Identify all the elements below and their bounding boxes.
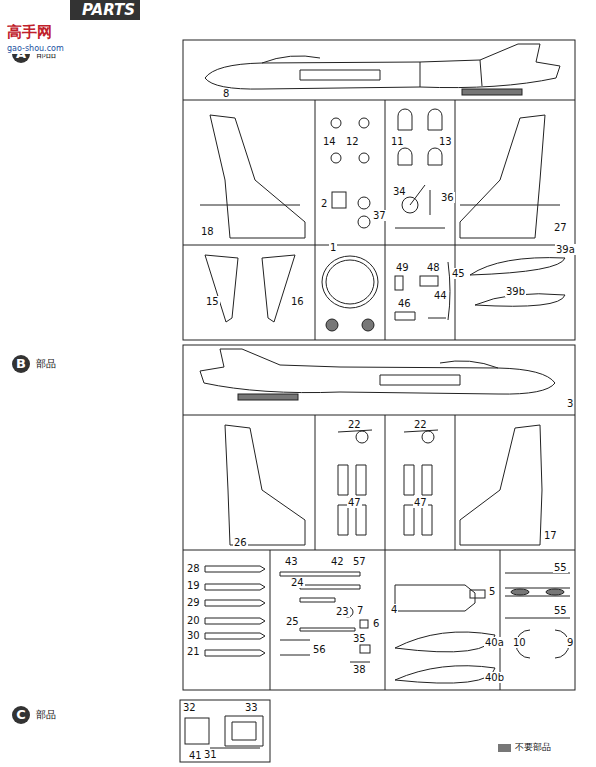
part-number: 25 — [285, 616, 300, 627]
part-number: 49 — [395, 262, 410, 273]
sprue-marker: B部品 — [12, 355, 30, 373]
part-number: 57 — [352, 556, 367, 567]
part-number: 43 — [284, 556, 299, 567]
sprue-heading: 部品 — [36, 358, 56, 370]
title-banner: PARTS — [82, 1, 135, 19]
part-number: 47 — [413, 497, 428, 508]
part-number: 56 — [312, 644, 327, 655]
part-number: 14 — [322, 136, 337, 147]
part-number: 13 — [438, 136, 453, 147]
part-number: 46 — [397, 298, 412, 309]
legend-text: 不要部品 — [514, 742, 552, 753]
part-number: 2 — [320, 198, 328, 209]
part-number: 55 — [553, 562, 568, 573]
part-number: 16 — [290, 296, 305, 307]
part-number: 30 — [186, 630, 201, 641]
part-number: 22 — [347, 419, 362, 430]
part-number: 17 — [543, 530, 558, 541]
part-number: 10 — [512, 637, 527, 648]
part-number: 31 — [203, 749, 218, 760]
part-number: 47 — [347, 497, 362, 508]
part-number: 1 — [329, 242, 337, 253]
part-number: 15 — [205, 296, 220, 307]
part-number: 29 — [186, 597, 201, 608]
part-number: 27 — [553, 222, 568, 233]
part-number: 45 — [451, 268, 466, 279]
legend-swatch — [498, 744, 511, 752]
part-number: 18 — [200, 226, 215, 237]
part-number: 23 — [335, 606, 350, 617]
part-number: 5 — [488, 586, 496, 597]
watermark: 高手网 — [6, 24, 53, 41]
part-number: 6 — [372, 618, 380, 629]
part-number: 38 — [352, 664, 367, 675]
part-number: 36 — [440, 192, 455, 203]
sprue-letter: B — [12, 355, 30, 373]
part-number: 26 — [233, 537, 248, 548]
part-number: 9 — [566, 637, 574, 648]
watermark: gao-shou.com — [6, 44, 65, 54]
part-number: 22 — [413, 419, 428, 430]
part-number: 11 — [390, 136, 405, 147]
part-number: 39b — [505, 286, 526, 297]
part-number: 20 — [186, 615, 201, 626]
part-number: 28 — [186, 563, 201, 574]
part-number: 7 — [356, 605, 364, 616]
part-number: 12 — [345, 136, 360, 147]
part-number: 33 — [244, 702, 259, 713]
part-number: 34 — [392, 186, 407, 197]
part-number: 37 — [372, 210, 387, 221]
sprue-heading: 部品 — [36, 709, 56, 721]
part-number: 19 — [186, 580, 201, 591]
part-number: 41 — [188, 750, 203, 761]
part-number: 40a — [484, 637, 505, 648]
part-number: 8 — [222, 88, 230, 99]
part-number: 3 — [566, 398, 574, 409]
part-number: 21 — [186, 646, 201, 657]
sprue-letter: C — [12, 706, 30, 724]
part-number: 55 — [553, 605, 568, 616]
part-number: 42 — [330, 556, 345, 567]
part-number: 40b — [484, 672, 505, 683]
part-number: 32 — [182, 702, 197, 713]
part-number: 44 — [433, 290, 448, 301]
part-number: 35 — [352, 633, 367, 644]
part-number: 39a — [555, 244, 576, 255]
part-number: 24 — [290, 577, 305, 588]
sprue-marker: C部品 — [12, 706, 30, 724]
part-number: 48 — [426, 262, 441, 273]
part-number: 4 — [390, 604, 398, 615]
